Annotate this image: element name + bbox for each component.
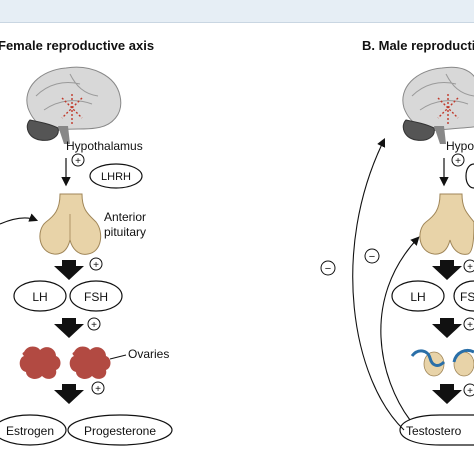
minus-sign-text: − <box>369 251 375 263</box>
testosterone-label: Testostero <box>406 424 462 438</box>
lhrh-label: LHRH <box>101 171 131 183</box>
lh-node-left: LH <box>13 280 67 312</box>
lh-label-right: LH <box>410 290 425 304</box>
testis-left <box>410 349 446 377</box>
lh-node-right: LH <box>391 280 445 312</box>
brain-illustration-right <box>402 66 474 144</box>
fsh-node: FSH <box>69 280 123 312</box>
pituitary-label-line1: Anterior <box>104 210 146 224</box>
plus-sign-gonadotropins-right: + <box>463 317 474 331</box>
thick-arrow-ovaries-to-hormones <box>54 384 84 404</box>
plus-sign-hypothalamus-right: + <box>451 153 465 167</box>
plus-sign-text: + <box>75 156 81 167</box>
plus-sign-pituitary: + <box>89 257 103 271</box>
estrogen-node: Estrogen <box>0 414 67 446</box>
pituitary-label-line2: pituitary <box>104 225 146 239</box>
hypothalamus-label-right: Hypo <box>446 139 474 153</box>
plus-sign-text: + <box>91 320 97 331</box>
plus-sign-text: + <box>467 262 473 273</box>
anterior-pituitary-gland-right <box>419 193 474 255</box>
thick-arrow-testes-right <box>432 384 462 404</box>
plus-sign-ovaries: + <box>91 381 105 395</box>
fsh-label-right: FS <box>460 290 474 304</box>
ovaries-pointer-line <box>109 354 127 360</box>
progesterone-node: Progesterone <box>67 414 173 446</box>
plus-sign-text: + <box>455 156 461 167</box>
plus-sign-gonadotropins: + <box>87 317 101 331</box>
plus-sign-text: + <box>93 260 99 271</box>
lhrh-node-right-partial <box>465 163 474 189</box>
testosterone-node-partial: Testostero <box>399 414 474 446</box>
progesterone-label: Progesterone <box>84 424 156 438</box>
testis-right <box>452 348 474 377</box>
minus-sign-pituitary-feedback: − <box>364 248 380 264</box>
plus-sign-hypothalamus: + <box>71 153 85 167</box>
minus-sign-hypothalamus-feedback: − <box>320 260 336 276</box>
minus-sign-text: − <box>325 263 331 275</box>
lh-label-left: LH <box>32 290 47 304</box>
hypothalamus-label-left: Hypothalamus <box>66 139 143 153</box>
thick-arrow-gonadotropins-to-ovaries <box>54 318 84 338</box>
fsh-node-right-partial: FS <box>453 280 474 312</box>
ovaries-label: Ovaries <box>128 347 169 361</box>
anterior-pituitary-gland <box>39 193 102 255</box>
top-bar <box>0 0 474 23</box>
feedback-arrow-left <box>0 213 39 225</box>
male-axis-title: B. Male reproductive <box>362 38 474 53</box>
thick-arrow-gonadotropins-right <box>432 318 462 338</box>
thick-arrow-pituitary-to-gonadotropins <box>54 260 84 280</box>
plus-sign-testes-right: + <box>463 383 474 397</box>
plus-sign-text: + <box>467 320 473 331</box>
ovary-left <box>19 346 61 379</box>
feedback-arrow-to-pituitary <box>380 236 420 421</box>
lhrh-node: LHRH <box>89 163 143 189</box>
plus-sign-text: + <box>95 384 101 395</box>
estrogen-label: Estrogen <box>6 424 54 438</box>
plus-sign-pituitary-right: + <box>463 259 474 273</box>
brain-illustration-left <box>26 66 122 144</box>
thick-arrow-pituitary-right <box>432 260 462 280</box>
female-axis-title: Female reproductive axis <box>0 38 155 53</box>
ovary-right <box>69 346 111 379</box>
feedback-arrow-to-hypothalamus <box>352 138 405 431</box>
plus-sign-text: + <box>467 386 473 397</box>
fsh-label: FSH <box>84 290 108 304</box>
